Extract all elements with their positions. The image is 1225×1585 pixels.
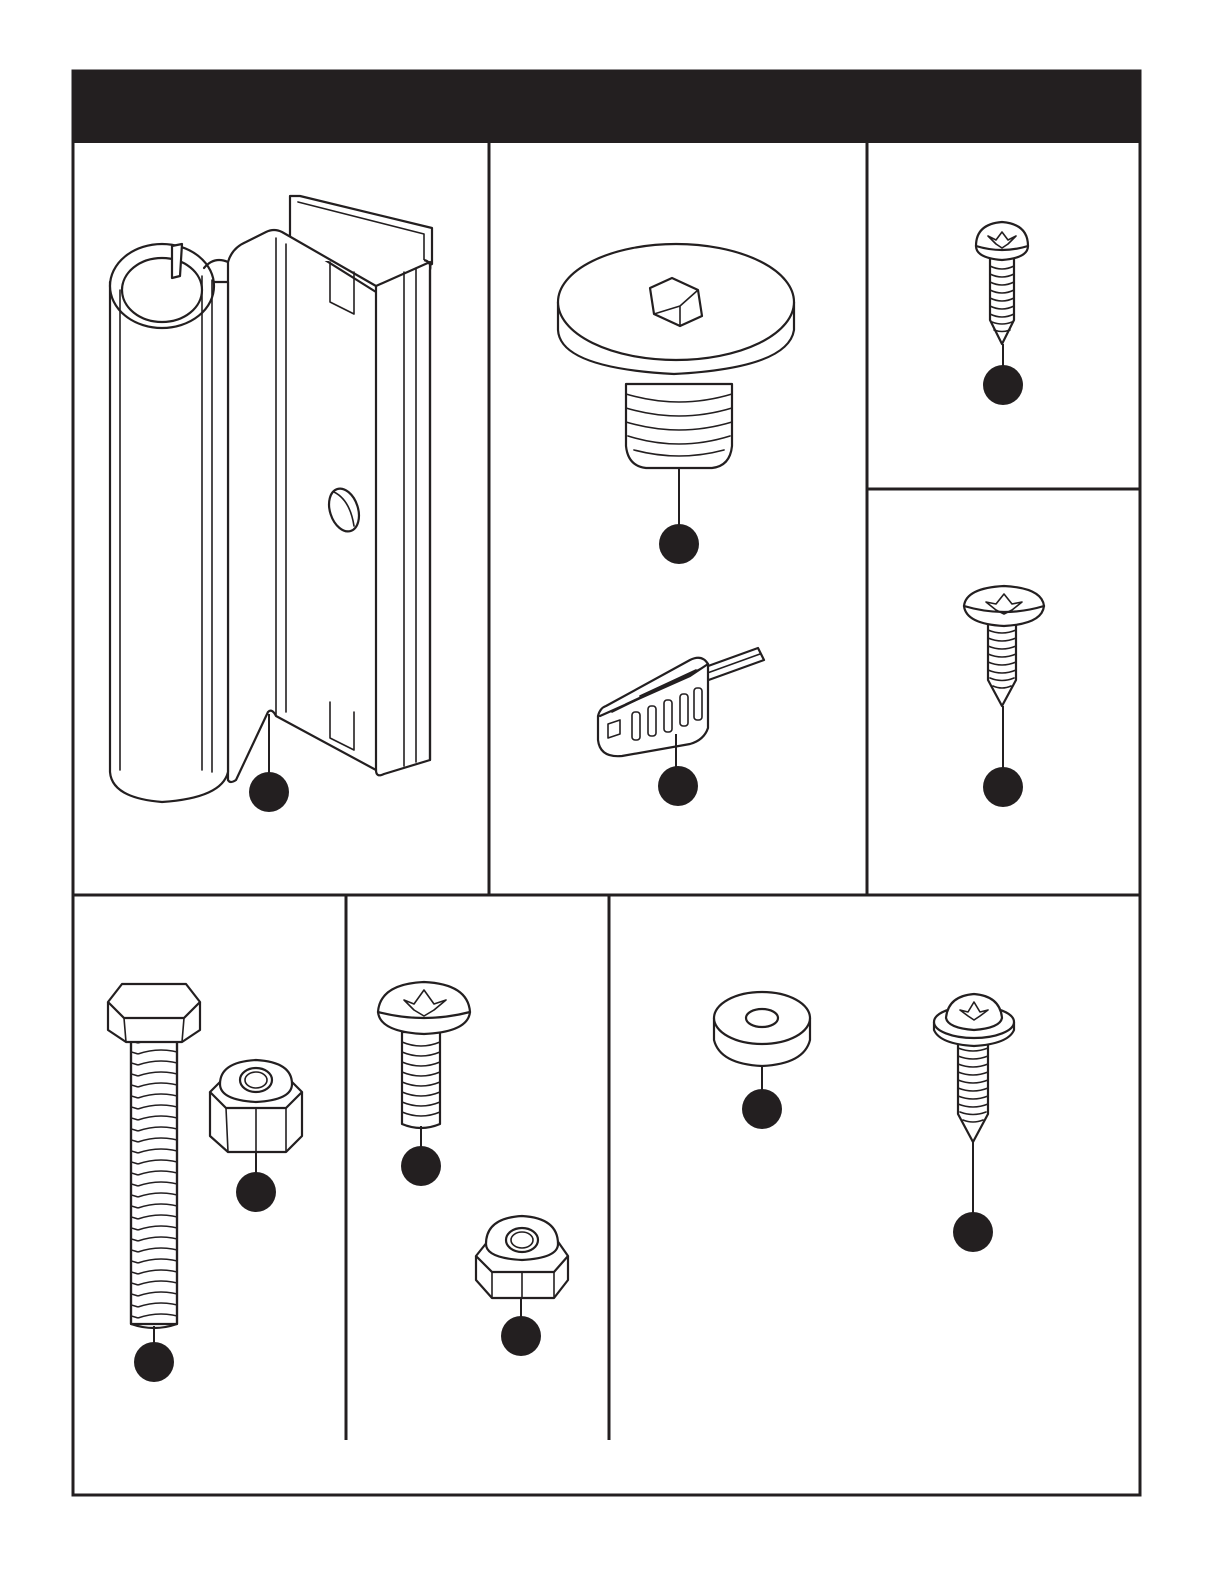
nylon-lock-nut-icon [210,1060,302,1152]
part-callout-hex-key [658,766,698,806]
part-callout-truss-screw [983,767,1023,807]
hex-bolt-icon [108,984,200,1328]
part-callout-hex-bolt [134,1342,174,1382]
part-callout-bracket [249,772,289,812]
hinge-bracket-icon [110,196,432,802]
truss-head-wood-screw-icon [964,586,1044,706]
part-callout-socket-cap-screw [659,524,699,564]
part-callout-lock-nut-a [236,1172,276,1212]
part-callout-washer [742,1089,782,1129]
part-callout-washer-screw [953,1212,993,1252]
socket-head-screw-icon [558,244,794,468]
hex-key-wrench-icon [598,648,764,756]
washer-head-screw-icon [934,994,1014,1142]
washer-icon [714,992,810,1066]
part-callout-small-pan-screw [983,365,1023,405]
pan-head-wood-screw-icon [976,222,1028,344]
nylon-lock-nut-icon [476,1216,568,1298]
header-bar [73,71,1140,143]
part-callout-lock-nut-b [501,1316,541,1356]
pan-head-machine-screw-icon [378,982,470,1128]
part-callout-machine-screw [401,1146,441,1186]
